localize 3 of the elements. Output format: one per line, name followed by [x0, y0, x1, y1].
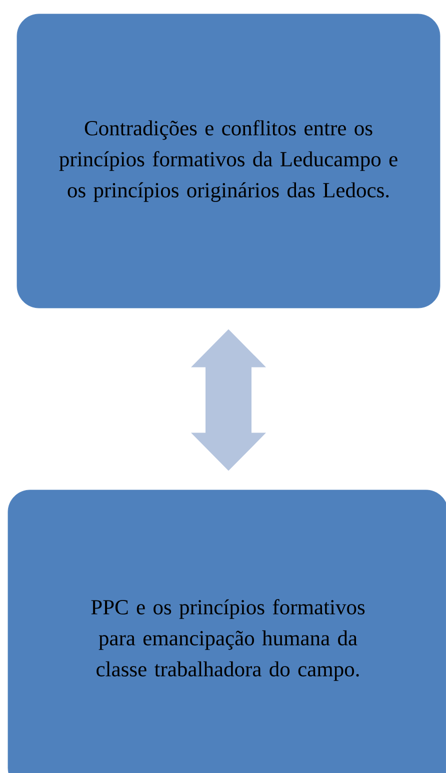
double-arrow [191, 329, 266, 471]
process-box: PPC e os princípios formativos para emancipação humana da classe trabalhadora do campo. [8, 490, 446, 773]
process-box: Contradições e conflitos entre os princípios formativos da Leducampo e os princípios originários das Ledocs. [16, 14, 440, 308]
